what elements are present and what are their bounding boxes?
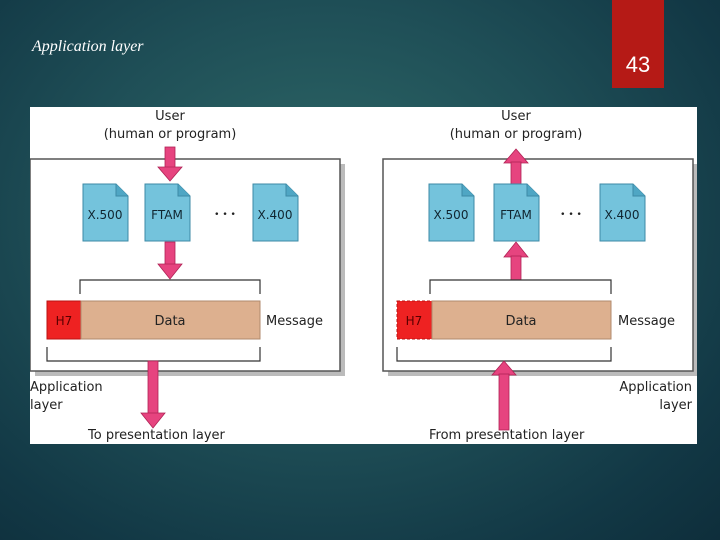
receiver-up-arrow-top	[503, 148, 529, 185]
receiver-doc-x500: X.500	[428, 183, 475, 242]
receiver-layer-label: Application	[619, 380, 692, 395]
sender-panel: User (human or program) X.500 FTAM • • •…	[30, 109, 345, 443]
page-number-tab	[612, 0, 664, 88]
sender-ellipsis: • • •	[214, 210, 236, 220]
sender-down-arrow-bottom	[140, 360, 166, 429]
sender-doc-x500-label: X.500	[88, 208, 123, 222]
receiver-doc-ftam-label: FTAM	[500, 208, 532, 222]
receiver-doc-x500-label: X.500	[434, 208, 469, 222]
sender-top-bracket	[79, 279, 261, 294]
sender-down-arrow-top	[157, 146, 183, 182]
slide-title: Application layer	[32, 38, 144, 55]
receiver-up-arrow-bottom	[491, 360, 517, 431]
receiver-data-label: Data	[505, 314, 536, 329]
receiver-user-sublabel: (human or program)	[450, 127, 583, 142]
sender-doc-ftam-label: FTAM	[151, 208, 183, 222]
sender-doc-ftam: FTAM	[144, 183, 191, 242]
receiver-data-block	[431, 300, 612, 340]
sender-down-arrow-middle	[157, 241, 183, 280]
sender-message-label: Message	[266, 314, 323, 329]
sender-user-label: User	[155, 109, 185, 124]
receiver-header-label: H7	[406, 314, 423, 328]
receiver-up-arrow-middle	[503, 241, 529, 281]
sender-user-sublabel: (human or program)	[104, 127, 237, 142]
receiver-panel: User (human or program) X.500 FTAM • • •…	[382, 109, 697, 443]
sender-data-block	[80, 300, 261, 340]
sender-doc-x400: X.400	[252, 183, 299, 242]
sender-bottom-label: To presentation layer	[87, 428, 226, 443]
receiver-header-h7	[396, 300, 433, 340]
sender-doc-x500: X.500	[82, 183, 129, 242]
receiver-doc-x400-label: X.400	[605, 208, 640, 222]
receiver-message-label: Message	[618, 314, 675, 329]
page-number: 43	[625, 52, 651, 77]
sender-layer-sublabel: layer	[30, 398, 63, 413]
sender-layer-label: Application	[30, 380, 103, 395]
receiver-top-bracket	[429, 279, 612, 294]
sender-header-label: H7	[56, 314, 73, 328]
receiver-doc-ftam: FTAM	[493, 183, 540, 242]
sender-doc-x400-label: X.400	[258, 208, 293, 222]
receiver-ellipsis: • • •	[560, 210, 582, 220]
application-layer-diagram: User (human or program) X.500 FTAM • • •…	[30, 107, 697, 444]
receiver-bottom-label: From presentation layer	[429, 428, 585, 443]
sender-data-label: Data	[154, 314, 185, 329]
receiver-layer-sublabel: layer	[659, 398, 692, 413]
receiver-doc-x400: X.400	[599, 183, 646, 242]
receiver-user-label: User	[501, 109, 531, 124]
